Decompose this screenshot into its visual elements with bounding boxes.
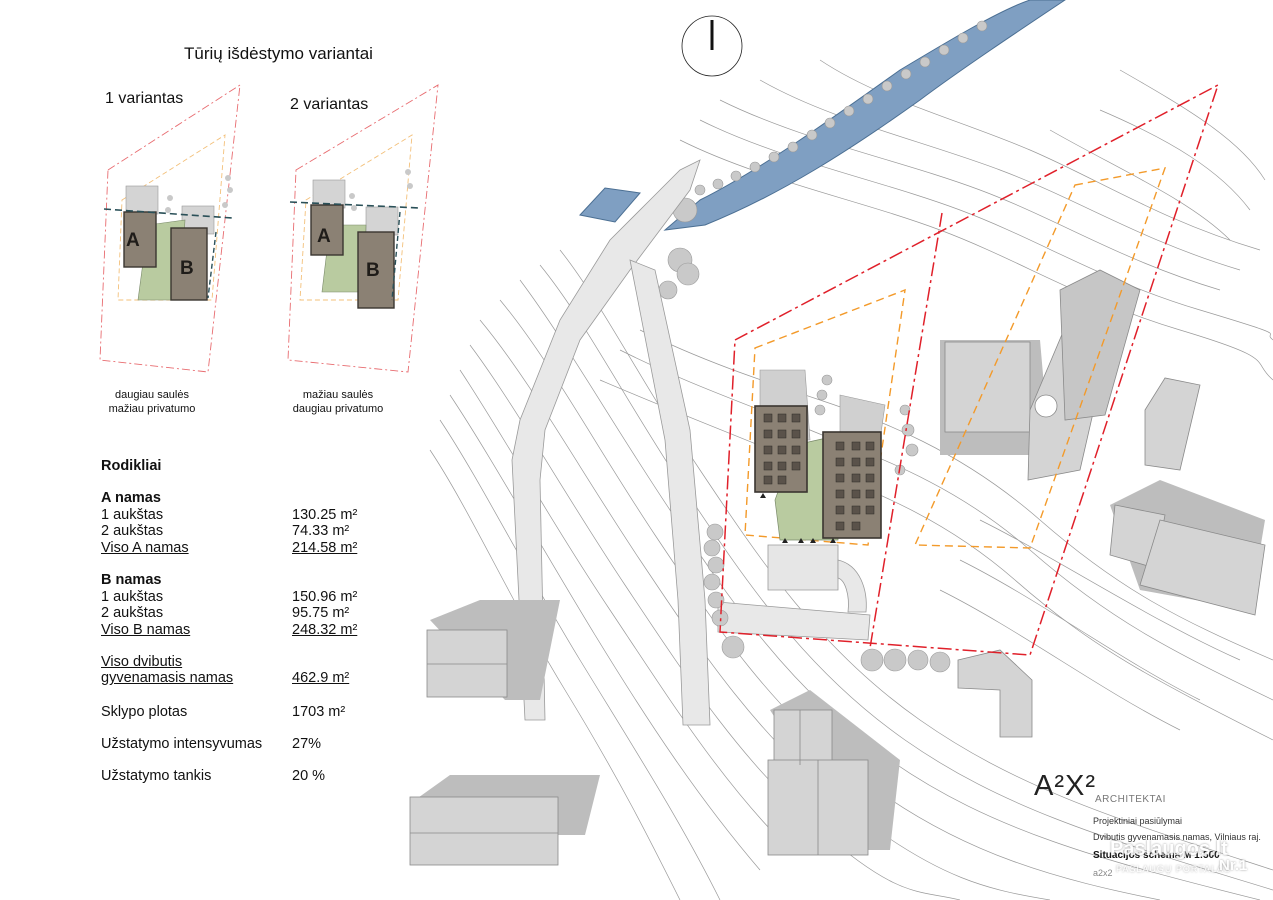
variants-heading: Tūrių išdėstymo variantai xyxy=(184,44,373,63)
caption-line: daugiau saulės xyxy=(114,389,189,401)
b-row-label: 2 aukštas xyxy=(101,605,164,621)
variant-1-caption: daugiau saulės mažiau privatumo xyxy=(92,388,212,416)
variant-2-diagram xyxy=(287,84,439,373)
v2-label-b: B xyxy=(366,260,380,281)
road-driveway xyxy=(629,259,711,726)
caption-line: mažiau privatumo xyxy=(108,403,196,415)
total-label-line2: gyvenamasis namas xyxy=(101,670,234,686)
road-access xyxy=(717,601,871,641)
indicators-title: Rodikliai xyxy=(101,458,162,474)
caption-line: daugiau privatumo xyxy=(292,403,384,415)
a-row-value: 130.25 m² xyxy=(292,507,358,523)
sheet-title: Situacijos schema M 1:500 xyxy=(1093,850,1220,861)
intensity-label: Užstatymo intensyvumas xyxy=(101,736,263,752)
setback-west xyxy=(744,288,906,546)
plot-split xyxy=(869,212,943,649)
proposed-houses xyxy=(754,369,886,543)
a-total-label: Viso A namas xyxy=(101,540,189,556)
pond xyxy=(579,187,641,223)
v1-label-b: B xyxy=(180,258,194,279)
plot-boundary xyxy=(719,83,1220,656)
watermark-tagline: PASLAUGŲ PORTALAS xyxy=(1116,864,1232,874)
plot-value: 1703 m² xyxy=(292,704,346,720)
a-row-label: 1 aukštas xyxy=(101,507,164,523)
stream xyxy=(663,0,1066,231)
v2-house-b xyxy=(357,231,395,309)
neighbour-buildings xyxy=(409,269,1266,866)
turning-loop xyxy=(837,559,867,613)
variant-2-caption: mažiau saulės daugiau privatumo xyxy=(278,388,398,416)
caption-line: mažiau saulės xyxy=(302,389,374,401)
a-row-label: 2 aukštas xyxy=(101,523,164,539)
b-total-value: 248.32 m² xyxy=(292,622,358,638)
v1-house-a xyxy=(123,211,157,268)
intensity-value: 27% xyxy=(292,736,322,752)
total-label-line1: Viso dvibutis xyxy=(101,654,183,670)
north-arrow-icon xyxy=(681,15,743,77)
stage-text: Projektiniai pasiūlymai xyxy=(1093,816,1183,826)
sheet-code: a2x2 xyxy=(1093,868,1113,878)
watermark-brand: Paslaugos.lt xyxy=(1110,838,1228,860)
house-a-title: A namas xyxy=(101,490,161,506)
variant-2-label: 2 variantas xyxy=(290,96,369,113)
total-value: 462.9 m² xyxy=(292,670,350,686)
setback-east xyxy=(913,167,1167,549)
b-row-label: 1 aukštas xyxy=(101,589,164,605)
v2-house-a xyxy=(310,204,344,256)
a-total-value: 214.58 m² xyxy=(292,540,358,556)
v2-label-a: A xyxy=(317,226,331,247)
v1-house-b xyxy=(170,227,208,301)
house-b-title: B namas xyxy=(101,572,162,588)
b-row-value: 150.96 m² xyxy=(292,589,358,605)
density-label: Užstatymo tankis xyxy=(101,768,212,784)
parking xyxy=(767,544,839,591)
plot-label: Sklypo plotas xyxy=(101,704,188,720)
density-value: 20 % xyxy=(292,768,326,784)
variant-1-diagram xyxy=(99,84,241,373)
b-total-label: Viso B namas xyxy=(101,622,191,638)
trees-site xyxy=(703,374,951,673)
project-text: Dvibutis gyvenamasis namas, Vilniaus raj… xyxy=(1093,832,1261,842)
b-row-value: 95.75 m² xyxy=(292,605,350,621)
watermark-badge: Nr.1 xyxy=(1219,857,1248,874)
v1-label-a: A xyxy=(126,230,140,251)
firm-logo: A²X² xyxy=(1034,770,1096,802)
variant-1-label: 1 variantas xyxy=(105,90,184,107)
firm-name: ARCHITEKTAI xyxy=(1095,794,1166,805)
a-row-value: 74.33 m² xyxy=(292,523,350,539)
